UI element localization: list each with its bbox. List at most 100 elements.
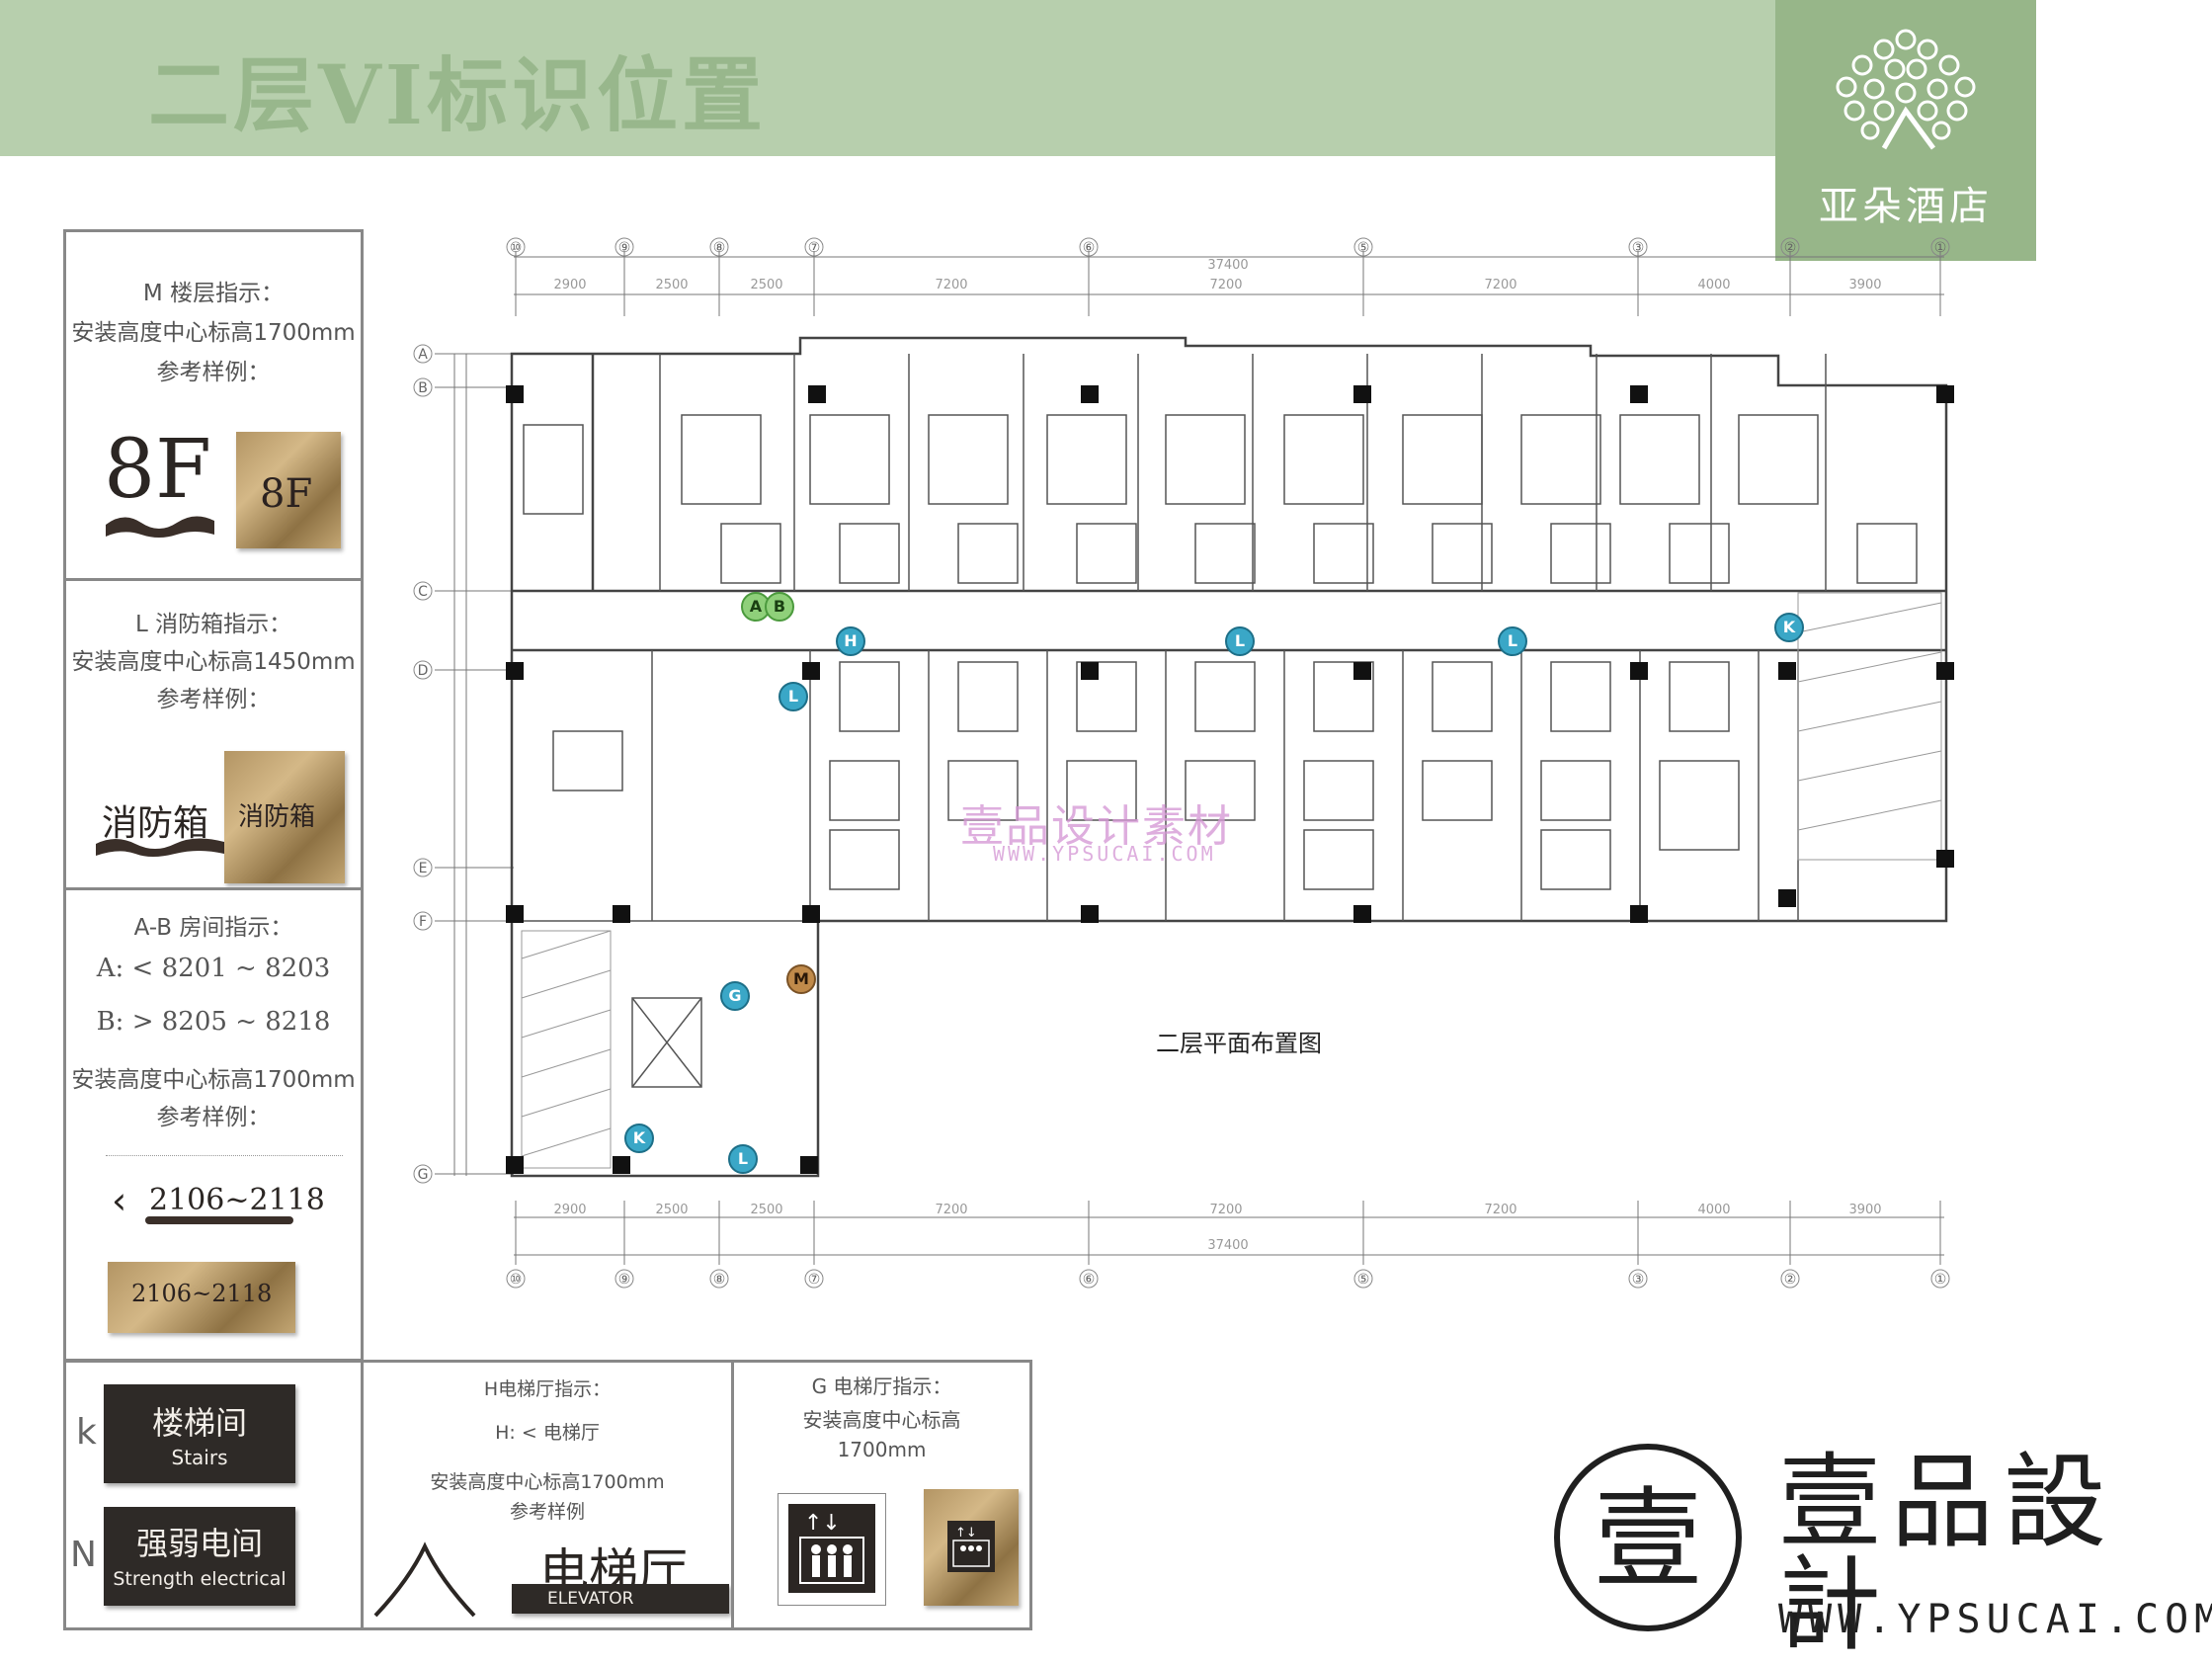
chevron-up-icon [373,1541,476,1618]
k-letter: k [76,1412,97,1453]
wave-ornament-icon [96,838,224,857]
floor-plan-drawing: ⑩ ⑨ ⑧ ⑦ ⑥ ⑤ ③ ② ① ⑩ ⑨ ⑧ ⑦ ⑥ ⑤ ③ ② ① A B … [413,237,1954,1289]
svg-text:2500: 2500 [655,1203,688,1217]
electrical-sign-cn: 强弱电间 [135,1525,263,1562]
axis-label-top: ② [1784,240,1797,256]
elevator-direction: H: < 电梯厅 [495,1422,600,1444]
fire-box-sign-gold-photo: 消防箱 [224,751,345,883]
room-sign-gold-text: 2106~2118 [131,1280,273,1307]
svg-text:2900: 2900 [553,278,586,292]
axis-label-side: B [418,380,428,396]
svg-text:2900: 2900 [553,1203,586,1217]
axis-label-bottom: ⑥ [1083,1272,1096,1288]
electrical-room-sign: 强弱电间 Strength electrical [104,1507,295,1606]
hotel-logo-name: 亚朵酒店 [1819,184,1993,229]
marker-l: L [1225,626,1255,656]
marker-k: K [1774,613,1804,642]
install-height: 安装高度中心标高1450mm [71,649,356,675]
svg-text:2500: 2500 [655,278,688,292]
svg-text:2500: 2500 [750,278,782,292]
install-height: 安装高度中心标高1700mm [71,320,356,346]
floor-sign-gold-photo: 8F [236,432,341,548]
watermark-url: WWW.YPSUCAI.COM [993,842,1216,866]
svg-text:↑↓: ↑↓ [804,1511,841,1536]
tree-logo-icon [1836,29,1976,150]
sample-label: 参考样例： [156,360,271,385]
watermark: 壹品设计素材 [960,801,1233,852]
panel-floor-sign: M 楼层指示： 安装高度中心标高1700mm 参考样例： 8F 8F [63,229,364,581]
elevator-pictogram-drawing: ↑↓ [778,1493,886,1606]
axis-label-top: ⑦ [808,240,821,256]
marker-l: L [778,682,808,711]
axis-label-bottom: ⑩ [510,1272,523,1288]
page-title: 二层VI标识位置 [148,48,767,143]
elevator-people-icon: ↑↓ [947,1521,995,1572]
panel-stair-electrical: k 楼梯间 Stairs N 强弱电间 Strength electrical [63,1360,364,1630]
floor-sign-sample: 8F [104,423,212,517]
elevator-people-icon: ↑↓ [788,1504,875,1593]
total-dimension: 37400 [1207,258,1248,273]
svg-text:7200: 7200 [935,278,967,292]
room-sign-gold-photo: 2106~2118 [108,1262,295,1333]
marker-l: L [728,1144,758,1174]
panel-elevator-hall-h: H电梯厅指示： H: < 电梯厅 安装高度中心标高1700mm 参考样例 电梯厅… [361,1360,734,1630]
room-range-a: A: < 8201 ~ 8203 [96,954,331,983]
axis-label-bottom: ⑤ [1357,1272,1370,1288]
floor-sign-gold-text: 8F [260,471,313,517]
axis-label-top: ① [1934,240,1947,256]
brand-seal-char: 壹 [1594,1476,1702,1603]
svg-text:↑↓: ↑↓ [955,1526,977,1540]
axis-label-top: ⑥ [1083,240,1096,256]
axis-label-bottom: ⑦ [808,1272,821,1288]
svg-text:7200: 7200 [935,1203,967,1217]
axis-label-top: ⑩ [510,240,523,256]
panel-heading: G 电梯厅指示： [811,1374,952,1398]
wave-ornament-icon [106,516,214,538]
svg-text:7200: 7200 [1209,1203,1242,1217]
svg-text:3900: 3900 [1848,278,1881,292]
axis-label-top: ⑧ [713,240,726,256]
svg-text:4000: 4000 [1697,1203,1730,1217]
axis-label-top: ③ [1632,240,1645,256]
axis-label-top: ⑤ [1357,240,1370,256]
install-height-value: 1700mm [837,1438,927,1461]
stairs-sign-cn: 楼梯间 [151,1404,247,1442]
hotel-logo: 亚朵酒店 [1775,0,2036,261]
stairs-sign-en: Stairs [171,1446,228,1469]
brand-url: WWW.YPSUCAI.COM [1778,1597,2212,1642]
marker-k: K [624,1124,654,1153]
axis-label-bottom: ① [1934,1272,1947,1288]
brand-name: 壹品設計 [1778,1442,2117,1665]
svg-text:7200: 7200 [1209,278,1242,292]
electrical-sign-en: Strength electrical [113,1568,287,1590]
wave-ornament-icon [145,1216,293,1224]
elevator-sign-bar: ELEVATOR [512,1584,729,1614]
svg-text:4000: 4000 [1697,278,1730,292]
axis-label-side: G [418,1167,429,1183]
axis-label-top: ⑨ [618,240,631,256]
dimension-note-line [106,1155,343,1157]
sample-label: 参考样例： [156,687,271,712]
n-letter: N [70,1535,97,1575]
axis-label-side: E [419,861,428,876]
axis-label-side: C [418,584,428,600]
axis-label-side: A [418,347,428,363]
panel-room-sign: A-B 房间指示： A: < 8201 ~ 8203 B: > 8205 ~ 8… [63,887,364,1362]
axis-label-side: F [419,914,427,930]
plan-caption: 二层平面布置图 [1156,1030,1322,1057]
panel-heading: M 楼层指示： [142,281,285,306]
marker-m: M [786,964,816,994]
header-banner [0,0,1778,156]
axis-label-side: D [418,663,429,679]
fire-box-sign-gold-text: 消防箱 [238,802,316,832]
panel-elevator-hall-g: G 电梯厅指示： 安装高度中心标高 1700mm ↑↓ ↑↓ [731,1360,1032,1630]
install-height: 安装高度中心标高1700mm [430,1471,665,1493]
elevator-sign-en: ELEVATOR [547,1589,634,1609]
marker-b: B [765,592,794,622]
axis-label-bottom: ② [1784,1272,1797,1288]
panel-heading: L 消防箱指示： [134,612,292,637]
svg-text:2500: 2500 [750,1203,782,1217]
elevator-sign-gold-photo: ↑↓ [924,1489,1019,1606]
marker-l: L [1498,626,1527,656]
svg-text:7200: 7200 [1484,278,1516,292]
